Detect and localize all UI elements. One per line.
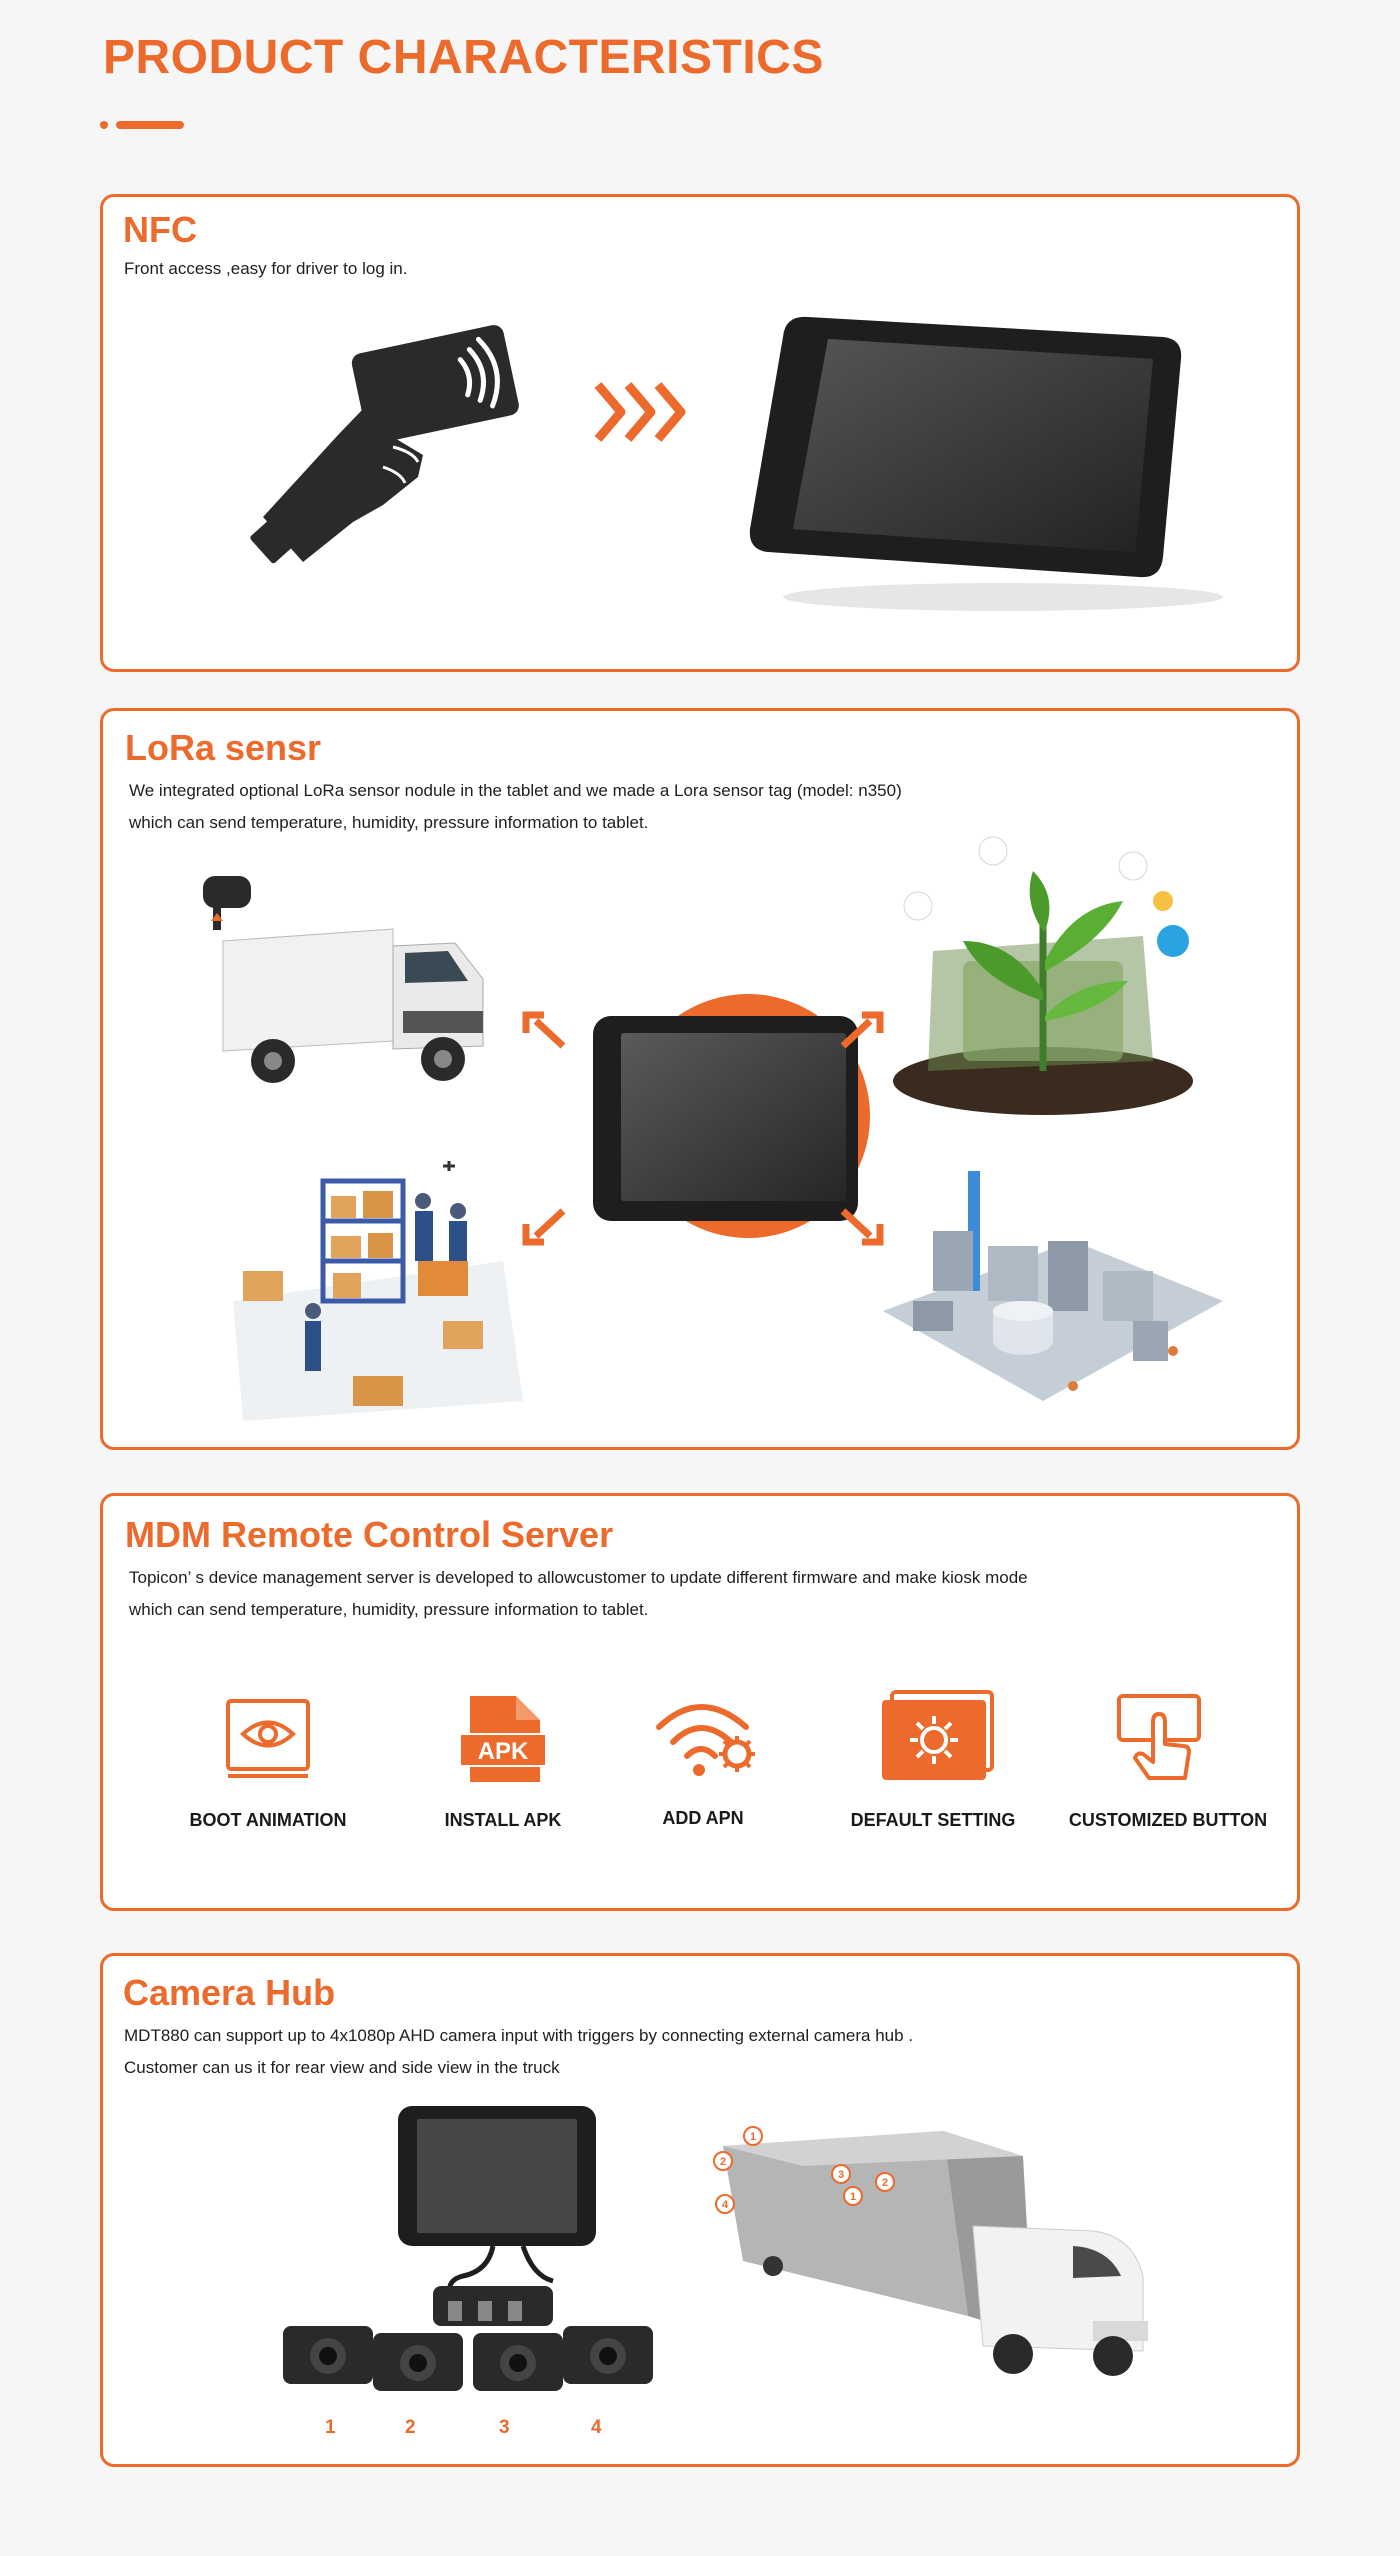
camera-1-icon <box>283 2326 373 2384</box>
smart-agriculture-image <box>893 836 1193 1115</box>
wifi-gear-icon <box>656 1704 755 1776</box>
industrial-plant-image <box>883 1171 1223 1401</box>
underline-bar <box>116 121 184 129</box>
mdm-title: MDM Remote Control Server <box>125 1514 614 1555</box>
nfc-title: NFC <box>123 209 197 250</box>
default-setting-icon <box>882 1690 994 1780</box>
truck-marker-4 <box>715 2194 735 2214</box>
camera-title: Camera Hub <box>123 1972 336 2013</box>
triple-chevron-arrow-icon <box>594 382 686 442</box>
lora-title: LoRa sensr <box>125 727 322 768</box>
truck-marker-3 <box>831 2164 851 2184</box>
truck-marker-2 <box>713 2151 733 2171</box>
mdm-card: MDM Remote Control Server Topicon’ s dev… <box>100 1493 1300 1911</box>
apk-file-icon: APK <box>459 1696 547 1782</box>
lora-description-line1: We integrated optional LoRa sensor nodul… <box>129 781 902 800</box>
arrow-top-left-icon <box>522 1011 566 1049</box>
touch-button-icon <box>1117 1694 1201 1780</box>
camera-description-line2: Customer can us it for rear view and sid… <box>124 2058 560 2077</box>
feature-label-install-apk: INSTALL APK <box>444 1810 562 1830</box>
truck-marker-label-3: 3 <box>838 2169 844 2181</box>
camera-number-2: 2 <box>405 2417 416 2438</box>
truck-camera-positions-image <box>723 2131 1148 2376</box>
mdm-description-line2: which can send temperature, humidity, pr… <box>129 1600 649 1619</box>
camera-number-1: 1 <box>325 2417 336 2438</box>
truck-marker-1 <box>743 2126 763 2146</box>
camera-description-line1: MDT880 can support up to 4x1080p AHD cam… <box>124 2026 914 2045</box>
mdm-description-line1: Topicon’ s device management server is d… <box>129 1568 1028 1587</box>
apk-badge-text: APK <box>478 1738 529 1765</box>
truck-marker-1b <box>843 2186 863 2206</box>
warehouse-logistics-image <box>233 1161 523 1421</box>
arrow-bottom-left-icon <box>522 1208 566 1246</box>
feature-label-default-setting: DEFAULT SETTING <box>850 1810 1016 1830</box>
truck-marker-label-4: 4 <box>722 2199 729 2211</box>
camera-number-4: 4 <box>591 2417 602 2438</box>
tablet-camera-hub-image <box>283 2106 653 2391</box>
truck-marker-2b <box>875 2172 895 2192</box>
page-title: PRODUCT CHARACTERISTICS <box>103 31 824 84</box>
lora-card: LoRa sensr We integrated optional LoRa s… <box>100 708 1300 1450</box>
box-truck-with-sensor-image <box>203 876 484 1083</box>
central-tablet-hub-image <box>593 994 870 1238</box>
camera-2-icon <box>373 2333 463 2391</box>
camera-hub-card: Camera Hub MDT880 can support up to 4x10… <box>100 1953 1300 2467</box>
truck-marker-label-1b: 1 <box>850 2191 856 2203</box>
camera-4-icon <box>563 2326 653 2384</box>
truck-marker-label-2b: 2 <box>882 2177 888 2189</box>
arrow-bottom-right-icon <box>840 1208 884 1246</box>
camera-number-3: 3 <box>499 2417 510 2438</box>
lora-description-line2: which can send temperature, humidity, pr… <box>129 813 649 832</box>
camera-3-icon <box>473 2333 563 2391</box>
truck-marker-label-2: 2 <box>720 2156 726 2168</box>
feature-label-add-apn: ADD APN <box>662 1808 744 1828</box>
arrow-top-right-icon <box>840 1011 884 1049</box>
rugged-tablet-image <box>749 316 1223 611</box>
feature-label-boot-animation: BOOT ANIMATION <box>189 1810 347 1830</box>
truck-marker-label-1: 1 <box>750 2131 756 2143</box>
boot-animation-icon <box>226 1699 310 1778</box>
title-underline <box>100 119 184 131</box>
feature-label-customized-button: CUSTOMIZED BUTTON <box>1068 1810 1268 1830</box>
hand-nfc-card-icon <box>250 325 519 564</box>
truck-marker-badges: 1 2 3 1 2 4 <box>713 2126 895 2214</box>
underline-dot <box>100 121 108 129</box>
nfc-card: NFC Front access ,easy for driver to log… <box>100 194 1300 672</box>
nfc-description: Front access ,easy for driver to log in. <box>124 259 408 278</box>
